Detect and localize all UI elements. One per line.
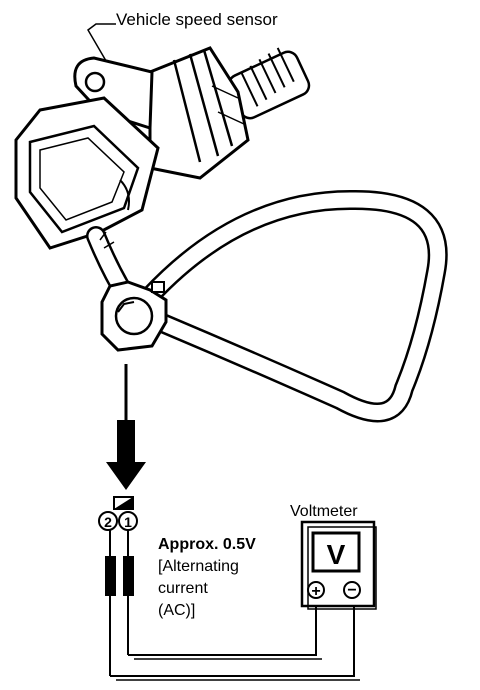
pin-2 [98, 511, 118, 531]
reading-type-line: (AC)] [158, 602, 196, 619]
pin-2-label: 2 [104, 514, 112, 530]
voltmeter-face-label: V [327, 539, 346, 570]
probe-leads [105, 530, 360, 681]
voltmeter-display [311, 531, 361, 573]
reading-annotation: Approx. 0.5V [Alternating current (AC)] [158, 534, 256, 622]
label-leader-line [87, 23, 117, 79]
connector-pointer-arrow [106, 364, 146, 490]
probe-plug-2 [105, 556, 116, 596]
voltmeter-label: Voltmeter [290, 503, 358, 520]
minus-terminal [343, 581, 361, 599]
reading-type-line: [Alternating [158, 558, 239, 575]
minus-symbol: − [347, 582, 356, 599]
harness-connector [100, 280, 168, 352]
voltmeter: V + − [300, 520, 377, 610]
probe-plug-1 [123, 556, 134, 596]
sensor-body [148, 46, 250, 180]
plus-terminal [307, 581, 325, 599]
sensor-mounting-flange [73, 56, 154, 131]
mounting-hole [84, 71, 106, 93]
reading-type-line: current [158, 580, 208, 597]
reading-value: Approx. 0.5V [158, 536, 256, 553]
pin-1-label: 1 [124, 514, 132, 530]
plus-symbol: + [311, 583, 320, 600]
sensor-label: Vehicle speed sensor [116, 10, 278, 29]
terminal-connector-face: 2 1 [98, 496, 138, 531]
